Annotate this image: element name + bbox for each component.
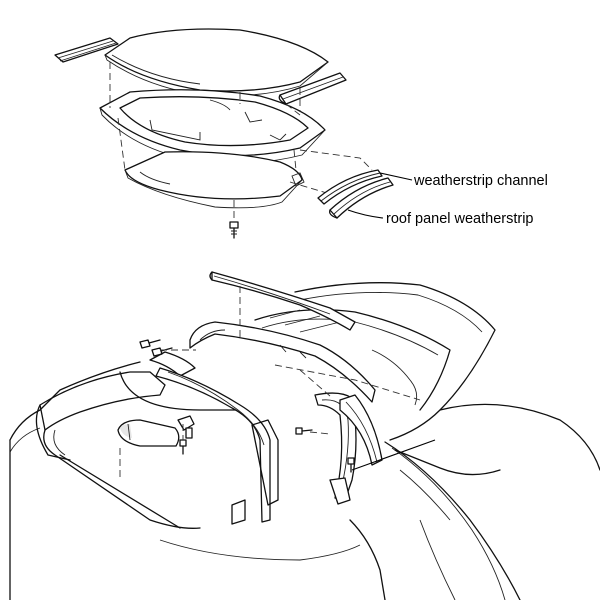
- windshield-header-weatherstrip: [149, 351, 271, 523]
- a-pillar-weatherstrip: [231, 419, 279, 525]
- fastener-icon: [295, 427, 313, 435]
- roof-panel-weatherstrip-label: roof panel weatherstrip: [386, 211, 534, 227]
- car-body: [9, 282, 600, 600]
- weatherstrip-channel-leader: [379, 172, 413, 181]
- screw-icon: [229, 221, 239, 239]
- weatherstrip-channel: [317, 169, 383, 205]
- rear-weatherstrip-piece: [278, 72, 347, 105]
- weatherstrip-channel-label: weatherstrip channel: [413, 173, 548, 189]
- vehicle-roof-installation-view: [9, 271, 600, 600]
- exploded-view-alignment-lines: [109, 62, 373, 222]
- roof-panel-weatherstrip: [329, 177, 394, 219]
- roof-frame: [189, 321, 376, 403]
- roof-panel-frame: [99, 89, 326, 164]
- roof-panel: [104, 28, 329, 97]
- b-pillar-weatherstrip: [314, 392, 357, 505]
- visor-clip: [177, 415, 195, 439]
- roof-weatherstrip-upper: [209, 271, 356, 331]
- fastener-icon: [347, 457, 355, 473]
- vehicle-view-leader: [351, 439, 436, 471]
- fastener-icon: [151, 347, 173, 357]
- fastener-icon: [179, 439, 187, 455]
- roof-panel-liner: [124, 151, 305, 209]
- fastener-icon: [139, 339, 161, 349]
- roof-panel-weatherstrip-leader: [347, 209, 384, 219]
- rear-vertical-weatherstrip: [339, 394, 383, 466]
- vehicle-view-alignment-lines: [119, 286, 421, 480]
- roof-panel-exploded-view: [54, 28, 413, 239]
- rear-glass: [254, 309, 451, 411]
- front-weatherstrip-piece: [54, 37, 119, 63]
- sun-visor: [117, 419, 180, 447]
- windshield-frame: [35, 371, 241, 529]
